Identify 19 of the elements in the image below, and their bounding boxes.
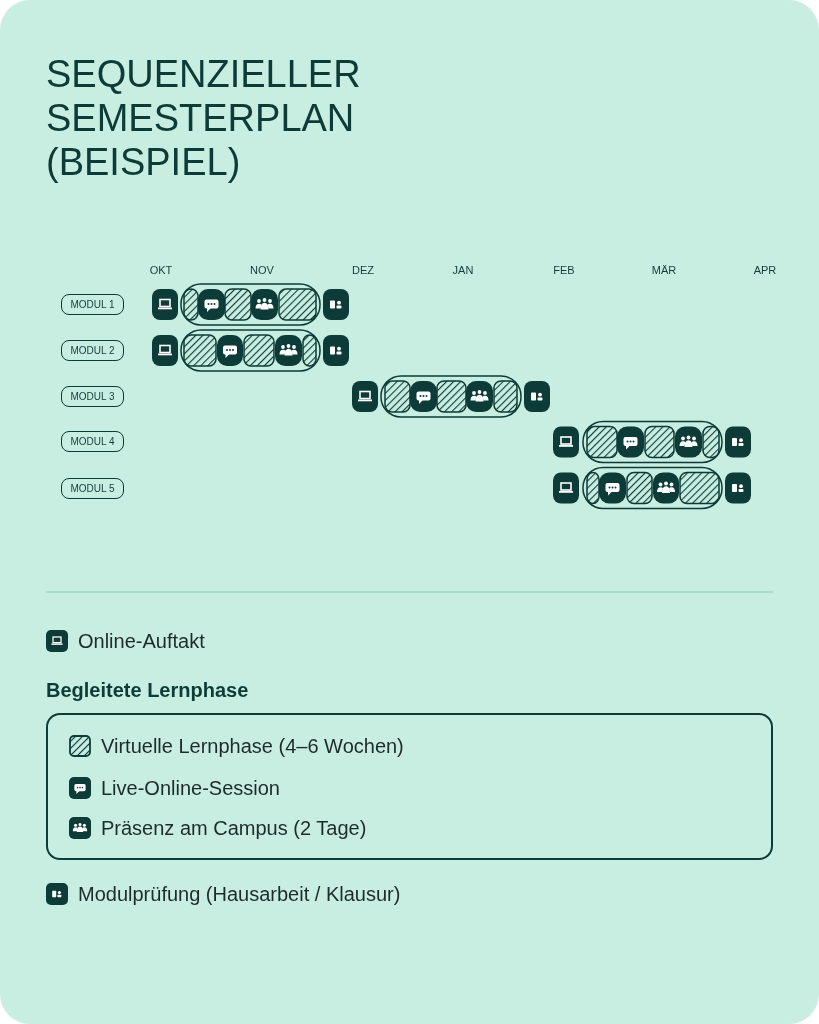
module-tag: MODUL 3 bbox=[61, 386, 124, 407]
month-label: MÄR bbox=[651, 264, 677, 277]
month-label: NOV bbox=[250, 264, 274, 277]
legend-label: Live-Online-Session bbox=[101, 776, 280, 800]
module-tag: MODUL 4 bbox=[61, 431, 124, 452]
legend-label: Präsenz am Campus (2 Tage) bbox=[101, 816, 367, 840]
module-tag: MODUL 1 bbox=[61, 294, 124, 315]
module-tag: MODUL 2 bbox=[61, 340, 124, 361]
month-label: DEZ bbox=[352, 264, 374, 277]
group-heading: Begleitete Lernphase bbox=[46, 678, 249, 702]
legend-label: Online-Auftakt bbox=[78, 629, 205, 653]
month-label: FEB bbox=[553, 264, 575, 277]
module-tag: MODUL 5 bbox=[61, 478, 124, 499]
legend-label: Virtuelle Lernphase (4–6 Wochen) bbox=[101, 734, 404, 758]
month-label: APR bbox=[753, 264, 777, 277]
title: SEQUENZIELLER SEMESTERPLAN (BEISPIEL) bbox=[46, 52, 362, 184]
month-label: JAN bbox=[452, 264, 474, 277]
legend-label: Modulprüfung (Hausarbeit / Klausur) bbox=[78, 882, 401, 906]
month-label: OKT bbox=[149, 264, 173, 277]
